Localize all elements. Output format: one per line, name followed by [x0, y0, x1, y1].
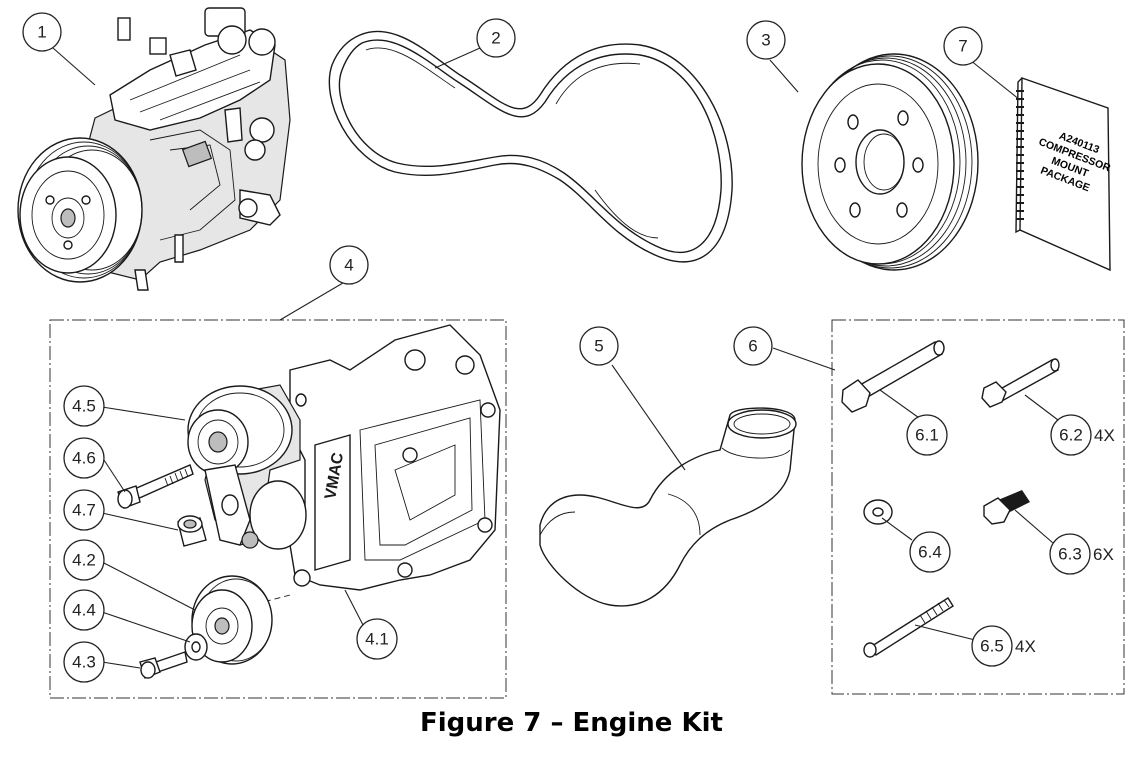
svg-text:4.3: 4.3: [72, 653, 96, 672]
svg-text:1: 1: [37, 23, 46, 42]
callout-4-2: 4.2: [63, 539, 105, 581]
quantity-6-2: 4X: [1094, 426, 1115, 445]
callout-7: 7: [943, 26, 983, 66]
callout-2: 2: [476, 18, 516, 58]
svg-text:4.5: 4.5: [72, 397, 96, 416]
leader-lines: [52, 47, 1059, 669]
callout-6-2: 6.2: [1050, 414, 1092, 456]
svg-text:4.6: 4.6: [72, 449, 96, 468]
belt-tensioner-part: [187, 384, 307, 550]
callout-6: 6: [733, 326, 773, 366]
instruction-manual-part: A240113 COMPRESSOR MOUNT PACKAGE: [1015, 77, 1112, 272]
short-bolt-part: [983, 490, 1030, 525]
svg-text:3: 3: [761, 31, 770, 50]
crank-pulley-part: [801, 53, 979, 271]
svg-text:6.5: 6.5: [980, 637, 1004, 656]
spacer-part: [177, 515, 207, 547]
figure-caption: Figure 7 – Engine Kit: [420, 708, 723, 738]
svg-text:4.7: 4.7: [72, 501, 96, 520]
serpentine-belt-part: [328, 30, 733, 263]
quantity-6-3: 6X: [1093, 545, 1114, 564]
svg-text:6.1: 6.1: [915, 426, 939, 445]
idler-bolt-part: [139, 651, 188, 679]
callout-4-5: 4.5: [63, 385, 105, 427]
callout-6-1: 6.1: [906, 414, 948, 456]
callout-3: 3: [746, 20, 786, 60]
mounting-bracket-part: VMAC: [194, 324, 501, 621]
callout-4-4: 4.4: [63, 589, 105, 631]
washer-part: [184, 633, 208, 661]
callout-1: 1: [22, 12, 62, 52]
svg-text:4.4: 4.4: [72, 601, 96, 620]
svg-text:4.2: 4.2: [72, 551, 96, 570]
callout-6-5: 6.5: [971, 625, 1013, 667]
tensioner-bolt-part: [117, 464, 194, 509]
flat-washer-part: [863, 499, 893, 525]
svg-text:6: 6: [748, 337, 757, 356]
callout-6-3: 6.3: [1049, 533, 1091, 575]
callout-4: 4: [329, 245, 369, 285]
svg-text:6.2: 6.2: [1059, 426, 1083, 445]
callout-4-7: 4.7: [63, 489, 105, 531]
quantity-6-5: 4X: [1015, 637, 1036, 656]
callout-6-4: 6.4: [909, 531, 951, 573]
callout-4-1: 4.1: [356, 618, 398, 660]
svg-text:4: 4: [344, 256, 353, 275]
svg-text:2: 2: [491, 29, 500, 48]
callout-5: 5: [579, 326, 619, 366]
svg-text:4.1: 4.1: [365, 630, 389, 649]
bracket-assembly-box: [49, 319, 507, 699]
svg-text:5: 5: [594, 337, 603, 356]
long-stud-part: [863, 597, 954, 658]
svg-text:6.3: 6.3: [1058, 545, 1082, 564]
coolant-hose-part: [539, 407, 797, 607]
medium-bolt-part: [981, 358, 1060, 408]
callout-4-3: 4.3: [63, 641, 105, 683]
hardware-box: [831, 319, 1125, 695]
svg-text:7: 7: [958, 37, 967, 56]
compressor-part: [17, 7, 291, 291]
svg-text:6.4: 6.4: [918, 543, 942, 562]
callout-4-6: 4.6: [63, 437, 105, 479]
long-bolt-part: [841, 340, 945, 413]
